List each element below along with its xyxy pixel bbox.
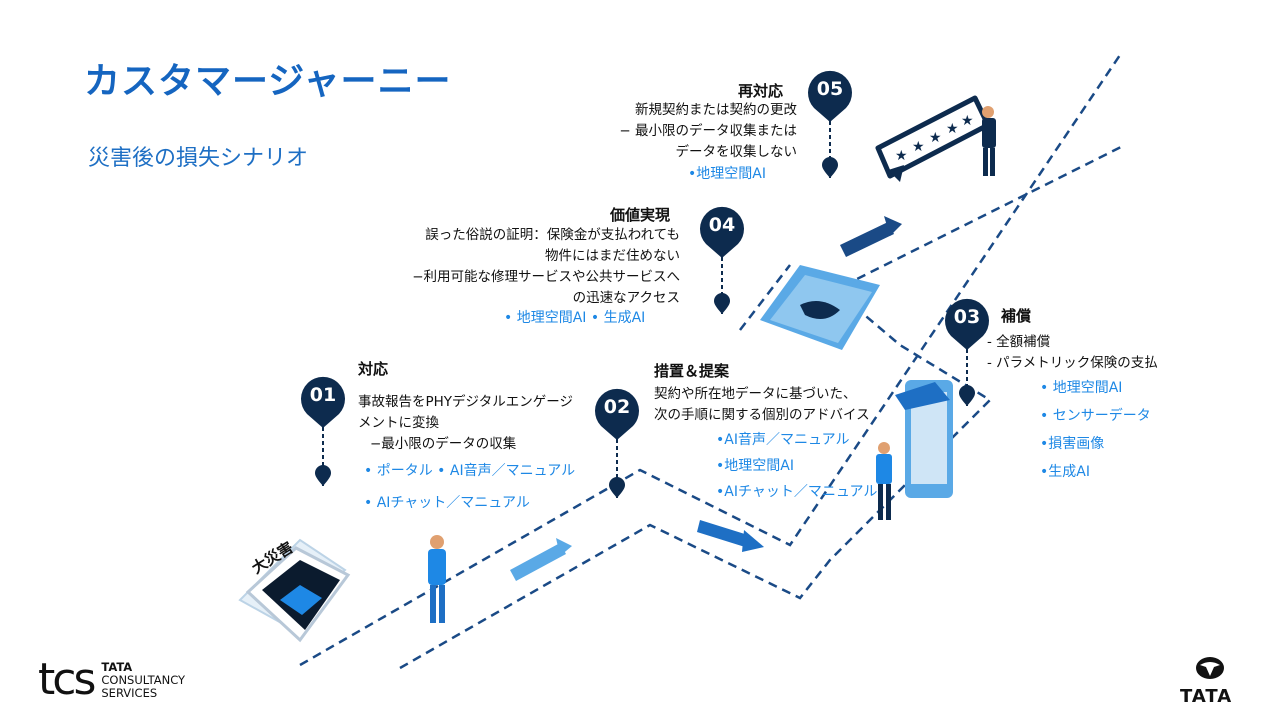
stage-01-tags-line2: • AIチャット／マニュアル — [364, 495, 530, 511]
tcs-mark: tcs — [38, 654, 96, 705]
stage-02-line: 次の手順に関する個別のアドバイス — [654, 407, 870, 423]
tcs-line3: SERVICES — [101, 685, 158, 700]
slide-subtitle: 災害後の損失シナリオ — [88, 146, 309, 171]
pin-04 — [700, 206, 744, 314]
svg-text:★: ★ — [929, 130, 942, 146]
person-phone-illustration — [428, 535, 446, 623]
arrow-2-icon — [697, 520, 764, 552]
stage-01-description: 事故報告をPHYデジタルエンゲージ メントに変換 −最小限のデータの収集 — [358, 392, 573, 455]
stage-03-tag: • センサーデータ — [1040, 408, 1151, 424]
stage-04-tags: • 地理空間AI • 生成AI — [504, 310, 646, 326]
stage-04-description: 誤った俗説の証明：保険金が支払われても 物件にはまだ住めない −利用可能な修理サ… — [412, 225, 680, 309]
stage-05-description: 新規契約または契約の更改 − 最小限のデータ収集または データを収集しない — [619, 100, 797, 163]
tcs-logo: tcs TATA CONSULTANCY SERVICES — [38, 658, 185, 702]
stage-05-line: 新規契約または契約の更改 — [635, 102, 797, 118]
stage-03-tag: •生成AI — [1040, 464, 1090, 480]
stage-03-tag: •損害画像 — [1040, 436, 1105, 452]
stage-02-tag: •AI音声／マニュアル — [716, 432, 850, 448]
stage-03-description: - 全額補償 - パラメトリック保険の支払 — [987, 332, 1158, 374]
stage-05-line: − 最小限のデータ収集または — [619, 123, 797, 139]
stage-01-line: 事故報告をPHYデジタルエンゲージ — [358, 394, 573, 410]
stage-01-line: メントに変換 — [358, 415, 439, 431]
pin-05 — [808, 70, 852, 178]
mobile-shop-illustration — [876, 380, 953, 520]
stage-05-title: 再対応 — [738, 82, 784, 100]
stage-05-line: データを収集しない — [675, 144, 798, 160]
stage-02-tag: •地理空間AI — [716, 458, 794, 474]
stage-02-title: 措置＆提案 — [654, 362, 730, 380]
arrow-1-icon — [510, 538, 572, 581]
stage-04-line: 物件にはまだ住めない — [545, 248, 680, 264]
slide-title: カスタマージャーニー — [84, 61, 452, 102]
handshake-illustration — [760, 265, 880, 350]
pin-01 — [300, 376, 345, 486]
stage-04-line: の迅速なアクセス — [572, 290, 680, 306]
stage-02-tags: •AI音声／マニュアル •地理空間AI •AIチャット／マニュアル — [716, 427, 877, 505]
stage-03-line: - パラメトリック保険の支払 — [987, 355, 1158, 371]
svg-text:★: ★ — [961, 113, 974, 129]
stage-01-line: −最小限のデータの収集 — [370, 436, 517, 452]
stage-04-title: 価値実現 — [610, 206, 671, 224]
stage-03-title: 補償 — [1001, 307, 1032, 325]
disaster-illustration — [238, 538, 351, 643]
stage-01-title: 対応 — [358, 360, 389, 378]
stage-05-tags: •地理空間AI — [688, 166, 766, 182]
arrow-3-icon — [840, 216, 902, 257]
tata-logo-text: TATA — [1180, 686, 1233, 707]
pin-03 — [945, 298, 990, 406]
stage-02-line: 契約や所在地データに基づいた、 — [654, 386, 857, 402]
pin-02 — [595, 388, 640, 498]
stage-03-line: - 全額補償 — [987, 334, 1051, 350]
stage-01-number: 01 — [310, 384, 336, 406]
stage-03-tag: • 地理空間AI — [1040, 380, 1123, 396]
svg-text:★: ★ — [895, 148, 908, 164]
tcs-line2: CONSULTANCY — [101, 672, 186, 687]
stage-03-number: 03 — [954, 306, 980, 328]
stage-02-number: 02 — [604, 396, 630, 418]
tcs-line1: TATA — [101, 659, 133, 674]
rating-sign-illustration: ★★★★★ — [875, 95, 996, 182]
svg-text:★: ★ — [912, 139, 925, 155]
stage-04-line: −利用可能な修理サービスや公共サービスへ — [412, 269, 680, 285]
stage-04-line: 誤った俗説の証明：保険金が支払われても — [425, 227, 680, 243]
stage-03-tags: • 地理空間AI • センサーデータ •損害画像 •生成AI — [1040, 374, 1151, 486]
stage-01-tags-line1: • ポータル • AI音声／マニュアル — [364, 463, 576, 479]
tata-emblem-icon — [1196, 657, 1224, 679]
stage-02-tag: •AIチャット／マニュアル — [716, 484, 878, 500]
stage-05-number: 05 — [817, 78, 843, 100]
stage-04-number: 04 — [709, 214, 735, 236]
svg-text:★: ★ — [946, 121, 959, 137]
stage-02-description: 契約や所在地データに基づいた、 次の手順に関する個別のアドバイス — [654, 384, 870, 426]
